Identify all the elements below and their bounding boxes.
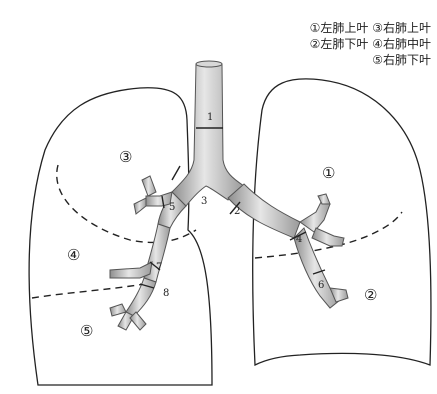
right-middle-bronchus [110, 262, 152, 278]
region-label-5: ⑤ [80, 322, 93, 340]
right-upper-branch [142, 176, 156, 196]
right-upper-branch-2 [134, 198, 146, 214]
right-lower-branch-3 [110, 304, 126, 316]
legend: ①左肺上叶 ③右肺上叶 ②左肺下叶 ④右肺中叶 ⑤右肺下叶 [310, 20, 431, 68]
legend-row-1: ①左肺上叶 ③右肺上叶 [310, 20, 431, 36]
right-horizontal-fissure [32, 283, 150, 298]
segment-label-8: 8 [163, 288, 169, 299]
legend-row-2: ②左肺下叶 ④右肺中叶 [310, 36, 431, 52]
segment-label-6: 6 [318, 280, 324, 291]
segment-label-1: 1 [207, 112, 213, 123]
left-upper-branch-2 [312, 228, 344, 246]
right-lower-branch [118, 312, 134, 330]
airway-tree [110, 61, 348, 330]
segment-label-2: 2 [234, 206, 240, 217]
trachea [172, 64, 244, 206]
region-label-4: ④ [67, 246, 80, 264]
segment-label-4: 4 [296, 234, 302, 245]
region-label-3: ③ [119, 148, 132, 166]
region-label-2: ② [364, 286, 377, 304]
segment-label-5: 5 [169, 202, 175, 213]
segment-label-7: 7 [156, 262, 162, 273]
divider-2 [172, 166, 180, 180]
left-upper-branch [300, 200, 330, 232]
left-upper-branch-3 [318, 194, 330, 204]
region-label-1: ① [322, 164, 335, 182]
legend-row-3: ⑤右肺下叶 [310, 52, 431, 68]
segment-label-3: 3 [201, 196, 207, 207]
